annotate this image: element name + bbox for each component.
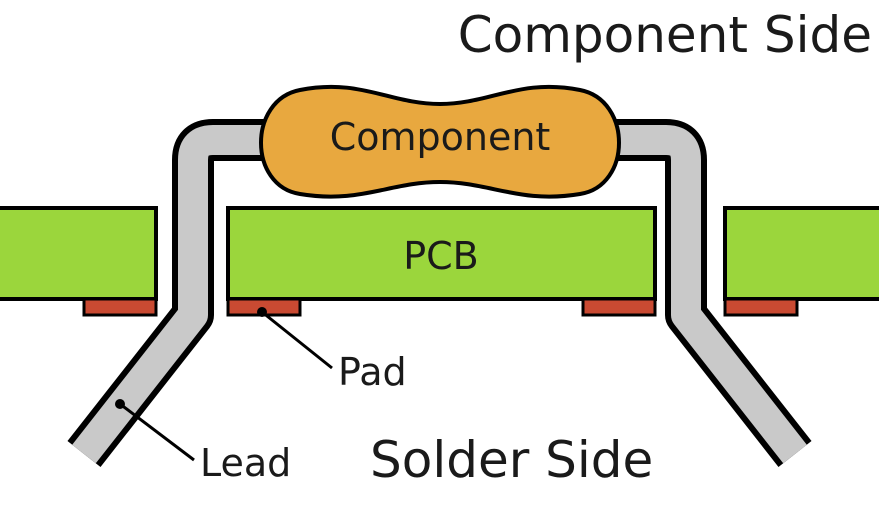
pad-pointer-line [261,310,333,370]
pcb-segment-right [723,206,879,301]
pad-left-outer [82,297,158,317]
pad-pointer-dot [257,307,267,317]
component-label: Component [330,115,551,159]
pad-right-inner [581,297,657,317]
pad-right-outer [723,297,799,317]
solder-side-label: Solder Side [370,431,653,489]
lead-pointer-dot [115,399,125,409]
lead-right [590,125,807,464]
pcb-segment-left [0,206,158,301]
pcb-board [0,206,879,301]
pad-label: Pad [338,350,407,394]
pcb-segment-center [226,206,657,301]
lead-label: Lead [200,441,291,485]
callout-lines [115,307,333,462]
component-body [259,84,621,199]
pcb-label: PCB [403,234,479,278]
lead-pointer-line [119,402,195,462]
component-side-label: Component Side [458,6,872,64]
lead-left [72,125,290,464]
component-leads [67,119,812,467]
solder-pads [82,297,799,317]
